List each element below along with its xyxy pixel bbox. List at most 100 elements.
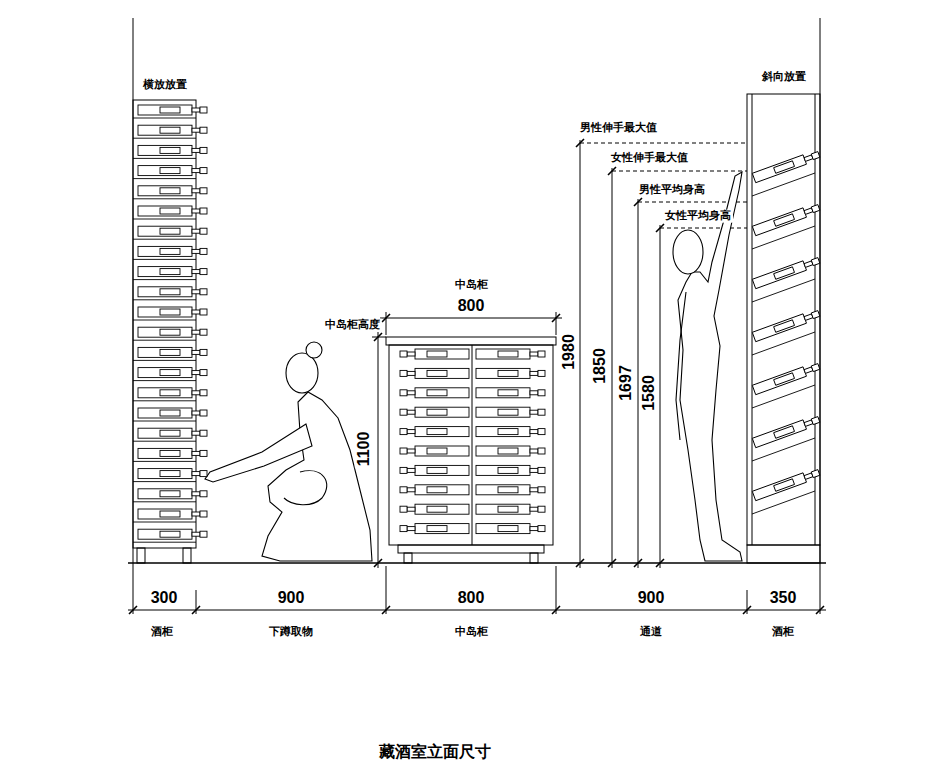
bottle-part <box>427 351 447 357</box>
wine-bottle <box>752 150 820 183</box>
wine-bottle <box>400 465 469 475</box>
wine-bottle <box>138 206 207 216</box>
shelf-line <box>133 259 196 260</box>
bottle-part <box>400 370 407 376</box>
bottle-part <box>192 350 200 354</box>
bottle-part <box>138 327 192 337</box>
wine-bottle <box>138 267 207 277</box>
wine-bottle <box>752 203 820 236</box>
bottle-part <box>427 409 447 415</box>
bottle-part <box>138 408 192 418</box>
bottle-part <box>138 347 192 357</box>
figure-body <box>262 392 372 561</box>
bottle-part <box>476 349 530 359</box>
bottle-part <box>538 370 545 376</box>
bottle-part <box>200 248 207 254</box>
bottle-part <box>138 206 192 216</box>
bottle-part <box>160 248 180 254</box>
bottle-part <box>138 307 192 317</box>
bottle-part <box>476 368 530 378</box>
bottle-part <box>400 506 407 512</box>
annotation-label: 酒柜 <box>770 626 796 639</box>
bottle-part <box>138 125 192 135</box>
bottle-part <box>538 429 545 435</box>
bottle-part <box>811 311 820 319</box>
bottle-part <box>476 446 530 456</box>
shelf-line <box>133 219 196 220</box>
bottle-part <box>192 310 200 314</box>
bottle-part <box>160 107 180 113</box>
bottle-part <box>160 309 180 315</box>
wine-bottle <box>138 287 207 297</box>
bottle-part <box>476 504 530 514</box>
annotation-label: 下蹲取物 <box>267 626 315 639</box>
wine-bottle <box>476 368 545 378</box>
bottle-part <box>774 214 795 226</box>
dimension-ticks <box>129 139 824 614</box>
bottle-part <box>811 258 820 266</box>
bottle-part <box>427 390 447 396</box>
bottle-part <box>538 390 545 396</box>
rack-line <box>752 491 815 514</box>
bottle-part <box>415 524 469 534</box>
wine-bottle <box>400 504 469 514</box>
bottle-part <box>138 448 192 458</box>
bottle-part <box>160 370 180 376</box>
bottle-part <box>476 407 530 417</box>
bottle-part <box>138 287 192 297</box>
wine-bottle <box>476 349 545 359</box>
bottle-part <box>192 169 200 173</box>
wine-bottle <box>138 125 207 135</box>
bottle-part <box>415 427 469 437</box>
bottle-part <box>192 512 200 516</box>
wine-bottle <box>138 489 207 499</box>
bottle-part <box>138 246 192 256</box>
drawing-caption: 藏酒室立面尺寸 <box>377 743 493 761</box>
extension-line <box>386 312 387 335</box>
dimension-line <box>378 332 379 568</box>
bottle-part <box>138 509 192 519</box>
bottle-part <box>200 450 207 456</box>
bottle-part <box>160 450 180 456</box>
annotation-label: 中岛柜 <box>453 626 490 639</box>
extension-line <box>556 312 557 335</box>
shelf-line <box>133 542 196 543</box>
bottle-part <box>138 186 192 196</box>
dimension-value: 1980 <box>560 332 578 372</box>
dimension-value: 800 <box>456 297 487 315</box>
wine-bottle <box>138 469 207 479</box>
bottle-part <box>407 371 415 375</box>
dimension-value: 800 <box>456 589 487 607</box>
rack-line <box>752 279 815 302</box>
bottle-part <box>476 388 530 398</box>
cabinet-leg <box>404 553 412 563</box>
cabinet-base <box>747 545 820 563</box>
bottle-part <box>192 492 200 496</box>
bottle-part <box>160 471 180 477</box>
bottle-part <box>752 314 806 342</box>
bottle-part <box>192 128 200 132</box>
wine-bottle <box>138 105 207 115</box>
bottle-part <box>476 485 530 495</box>
wine-bottle <box>476 427 545 437</box>
bottle-part <box>498 370 518 376</box>
bottle-part <box>200 430 207 436</box>
bottle-part <box>530 449 538 453</box>
bottle-part <box>192 411 200 415</box>
dimension-value: 1580 <box>640 373 658 413</box>
bottle-part <box>192 451 200 455</box>
bottle-part <box>160 329 180 335</box>
bottle-part <box>415 388 469 398</box>
floor-line <box>128 562 826 563</box>
bottle-part <box>415 446 469 456</box>
wine-bottle <box>138 368 207 378</box>
dimension-value: 900 <box>276 589 307 607</box>
bottle-part <box>415 407 469 417</box>
bottle-part <box>407 391 415 395</box>
annotation-label: 通道 <box>638 626 664 639</box>
bottle-part <box>427 467 447 473</box>
bottle-part <box>192 330 200 334</box>
wine-bottle <box>400 388 469 398</box>
bottle-part <box>811 152 820 160</box>
bottle-part <box>160 349 180 355</box>
